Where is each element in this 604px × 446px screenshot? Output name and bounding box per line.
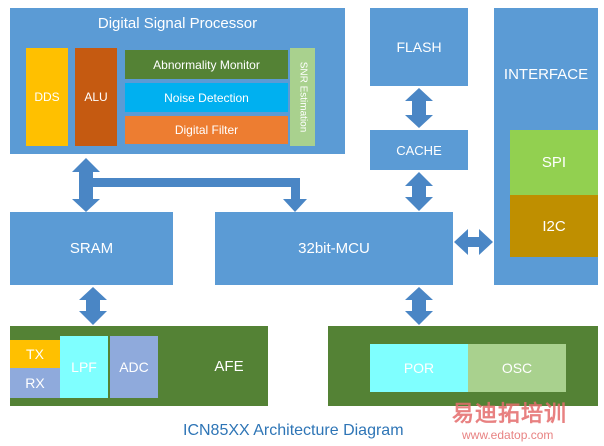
cache-block: CACHE [370,130,468,170]
afe-title: AFE [214,357,244,375]
mcu-block: 32bit-MCU [215,212,453,285]
tx-block: TX [10,340,60,368]
osc-block: OSC [468,344,566,392]
lpf-block: LPF [60,336,108,398]
watermark-cn: 易迪拓培训 [452,401,568,426]
rx-block: RX [10,368,60,398]
por-block: POR [370,344,468,392]
mcu-power-arrow [405,287,433,325]
watermark-url: www.edatop.com [462,428,554,442]
dds-block: DDS [26,48,68,146]
i2c-block: I2C [510,195,598,257]
abnormality-monitor-block: Abnormality Monitor [125,50,288,79]
sram-afe-arrow [79,287,107,325]
sram-block: SRAM [10,212,173,285]
dsp-title: Digital Signal Processor [97,15,258,32]
diagram-caption: ICN85XX Architecture Diagram [183,422,404,439]
snr-estimation-block: SNR Estimation [290,48,315,146]
interface-title: INTERFACE [503,66,589,83]
flash-block: FLASH [370,8,468,86]
alu-block: ALU [75,48,117,146]
mcu-interface-arrow [454,229,493,255]
flash-cache-arrow [405,88,433,128]
dsp-sram-mcu-arrow [72,158,307,212]
adc-block: ADC [110,336,158,398]
spi-block: SPI [510,130,598,195]
cache-mcu-arrow [405,172,433,211]
noise-detection-block: Noise Detection [125,83,288,112]
digital-filter-block: Digital Filter [125,116,288,144]
